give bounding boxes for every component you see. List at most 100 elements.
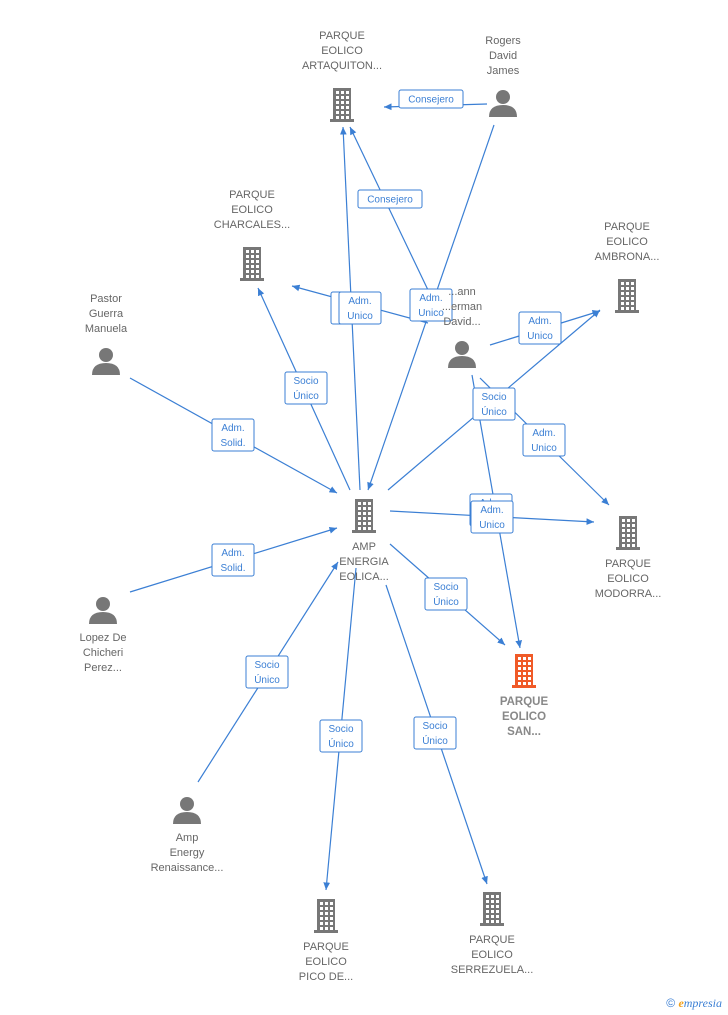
node-label-ambrona: PARQUE [604, 221, 650, 233]
label-box [211, 543, 255, 577]
node-label-rogers: David [489, 50, 517, 62]
edge-label-text: Unico [531, 443, 557, 454]
edge-label-mann-ambrona[interactable]: Adm.Unico [518, 311, 562, 345]
building-icon [616, 516, 640, 550]
edge-label-text: Socio [328, 724, 353, 735]
edge-label-text: Adm. [419, 293, 442, 304]
edge-label-text: Solid. [220, 438, 245, 449]
node-label-lopez: Lopez De [79, 632, 126, 644]
label-box [424, 577, 468, 611]
nodes: PARQUEEOLICOARTAQUITON...RogersDavidJame… [79, 30, 661, 983]
footer: © empresia [666, 996, 722, 1011]
node-label-pico: PARQUE [303, 941, 349, 953]
edge-label-amp-modorra[interactable]: Adm. Unico [470, 500, 514, 534]
node-modorra[interactable]: PARQUEEOLICOMODORRA... [595, 516, 662, 600]
edge-label-text: Socio [293, 376, 318, 387]
edge-label-text: Socio [481, 392, 506, 403]
edge-labels: ConsejeroAdm.UnicoConsejeroAdm.UnicoAdm.… [211, 89, 566, 753]
node-label-pastor: Guerra [89, 308, 124, 320]
node-amp[interactable]: AMPENERGIAEOLICA... [339, 499, 389, 583]
person-icon [89, 597, 117, 624]
edge-label-text: Unico [479, 520, 505, 531]
node-serrezuela[interactable]: PARQUEEOLICOSERREZUELA... [451, 892, 534, 976]
edge-label-text: Único [422, 734, 448, 747]
edge-label-mann-modorra[interactable]: Adm.Unico [522, 423, 566, 457]
edge-label-rogers-amp[interactable]: Adm.Unico [409, 288, 453, 322]
edge-label-text: Consejero [367, 195, 413, 206]
node-ambrona[interactable]: PARQUEEOLICOAMBRONA... [595, 221, 660, 313]
node-label-renaissance: Energy [170, 847, 205, 859]
node-label-mann: ...erman [442, 301, 482, 313]
building-icon [615, 279, 639, 313]
node-mann[interactable]: ...ann...ermanDavid... [442, 286, 482, 368]
person-icon [448, 341, 476, 368]
label-box [245, 655, 289, 689]
edge-label-text: Unico [527, 331, 553, 342]
node-renaissance[interactable]: AmpEnergyRenaissance... [151, 797, 224, 874]
building-icon [512, 654, 536, 688]
edge-label-text: Adm. [221, 548, 244, 559]
label-box [319, 719, 363, 753]
node-label-rogers: James [487, 65, 520, 77]
node-label-renaissance: Renaissance... [151, 862, 224, 874]
node-label-rogers: Rogers [485, 35, 521, 47]
building-icon [352, 499, 376, 533]
edge-label-text: Socio [433, 582, 458, 593]
edge-label-pastor-amp[interactable]: Adm. Solid. [211, 418, 255, 452]
node-label-artaquiton: ARTAQUITON... [302, 60, 382, 72]
node-label-san: PARQUE [500, 696, 549, 708]
node-lopez[interactable]: Lopez De ChicheriPerez... [79, 597, 127, 674]
node-label-pico: PICO DE... [299, 971, 353, 983]
edge-label-text: Unico [347, 311, 373, 322]
edge-label-text: Único [481, 405, 507, 418]
edge-label-text: Socio [422, 721, 447, 732]
edge-label-lopez-amp[interactable]: Adm. Solid. [211, 543, 255, 577]
label-box [522, 423, 566, 457]
label-box [284, 371, 328, 405]
node-label-modorra: MODORRA... [595, 588, 662, 600]
node-label-pastor: Pastor [90, 293, 122, 305]
edge-label-text: Solid. [220, 563, 245, 574]
node-artaquiton[interactable]: PARQUEEOLICOARTAQUITON... [302, 30, 382, 122]
node-label-pastor: Manuela [85, 323, 128, 335]
brand-logo[interactable]: empresia [678, 996, 722, 1010]
edge-label-amp-artaquiton[interactable]: Adm. Unico [338, 291, 382, 325]
node-charcales[interactable]: PARQUEEOLICOCHARCALES... [214, 189, 290, 281]
edge-label-mann-artaquiton[interactable]: Consejero [357, 189, 423, 209]
edge-label-text: Socio [254, 660, 279, 671]
edge-label-rogers-artaquiton[interactable]: Consejero [398, 89, 464, 109]
label-box [357, 189, 423, 209]
edge-label-text: Consejero [408, 95, 454, 106]
label-box [518, 311, 562, 345]
node-label-renaissance: Amp [176, 832, 199, 844]
node-san[interactable]: PARQUEEOLICOSAN... [500, 654, 549, 738]
edge-label-text: Adm. [221, 423, 244, 434]
edge-label-text: Único [293, 389, 319, 402]
node-label-lopez: Chicheri [83, 647, 123, 659]
node-label-amp: ENERGIA [339, 556, 389, 568]
node-label-ambrona: AMBRONA... [595, 251, 660, 263]
label-box [409, 288, 453, 322]
node-label-modorra: PARQUE [605, 558, 651, 570]
node-label-amp: AMP [352, 541, 376, 553]
node-label-serrezuela: SERREZUELA... [451, 964, 534, 976]
building-icon [240, 247, 264, 281]
building-icon [314, 899, 338, 933]
edge-label-text: Adm. [480, 505, 503, 516]
node-label-charcales: EOLICO [231, 204, 273, 216]
label-box [470, 500, 514, 534]
label-box [211, 418, 255, 452]
edge-label-text: Adm. [348, 296, 371, 307]
node-label-lopez: Perez... [84, 662, 122, 674]
building-icon [480, 892, 504, 926]
node-label-mann: ...ann [448, 286, 476, 298]
